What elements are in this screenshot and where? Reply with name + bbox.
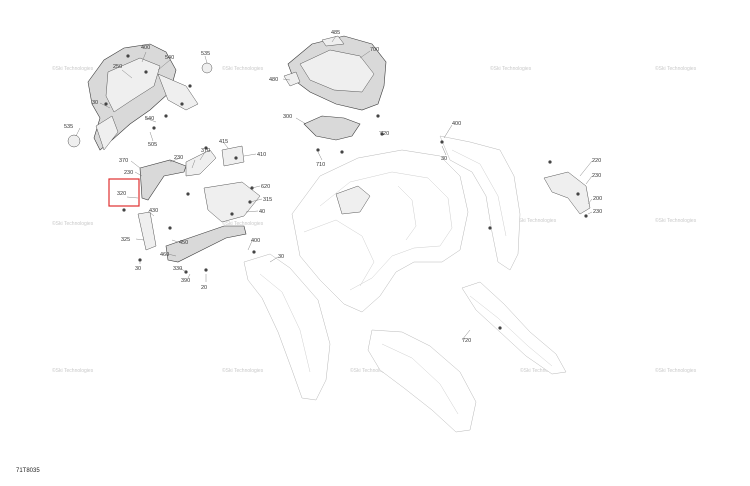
callout-30: 30 <box>92 100 98 106</box>
front-fender-assembly <box>67 43 213 151</box>
callout-720: 720 <box>380 131 389 137</box>
callout-325: 325 <box>121 237 130 243</box>
callout-410: 410 <box>257 152 266 158</box>
callout-labels: 400 250 540 535 30 540 505 535 485 700 4… <box>64 30 602 344</box>
callout-320[interactable]: 320 <box>117 191 126 197</box>
bracket-assembly <box>122 145 261 274</box>
callout-485: 485 <box>331 30 340 36</box>
watermark: ©Ski Technologies <box>52 367 94 374</box>
callout-250: 250 <box>113 64 122 70</box>
callout-30: 30 <box>278 254 284 260</box>
callout-370: 370 <box>201 148 210 154</box>
callout-220: 220 <box>592 158 601 164</box>
callout-430: 430 <box>149 208 158 214</box>
callout-540: 540 <box>145 116 154 122</box>
watermark: ©Ski Technologies <box>655 65 697 72</box>
callout-460: 460 <box>160 252 169 258</box>
callout-400: 400 <box>452 121 461 127</box>
callout-620: 620 <box>261 184 270 190</box>
callout-720: 720 <box>462 338 471 344</box>
watermark: ©Ski Technologies <box>222 367 264 374</box>
callout-400: 400 <box>141 45 150 51</box>
callout-230: 230 <box>174 155 183 161</box>
callout-230: 230 <box>124 170 133 176</box>
callout-535: 535 <box>201 51 210 57</box>
highlighted-callout[interactable]: 320 <box>108 178 140 207</box>
watermark: ©Ski Technologies <box>655 217 697 224</box>
callout-710: 710 <box>316 162 325 168</box>
main-body-outline <box>243 135 591 433</box>
watermark: ©Ski Technologies <box>222 220 264 227</box>
callout-230: 230 <box>592 173 601 179</box>
diagram-id: 71T8035 <box>16 468 40 474</box>
watermark: ©Ski Technologies <box>52 220 94 227</box>
highlight-box[interactable] <box>108 178 140 207</box>
callout-315: 315 <box>263 197 272 203</box>
callout-230: 230 <box>593 209 602 215</box>
watermark: ©Ski Technologies <box>515 217 557 224</box>
callout-370: 370 <box>119 158 128 164</box>
callout-540: 540 <box>165 55 174 61</box>
callout-40: 40 <box>259 209 265 215</box>
hood-panel-assembly <box>283 35 387 154</box>
callout-390: 390 <box>181 278 190 284</box>
watermark: ©Ski Technologies <box>655 367 697 374</box>
watermarks: ©Ski Technologies ©Ski Technologies ©Ski… <box>52 65 697 374</box>
callout-480: 480 <box>269 77 278 83</box>
callout-505: 505 <box>148 142 157 148</box>
leader-lines <box>75 35 593 341</box>
watermark: ©Ski Technologies <box>52 65 94 72</box>
callout-535: 535 <box>64 124 73 130</box>
watermark: ©Ski Technologies <box>222 65 264 72</box>
callout-415: 415 <box>219 139 228 145</box>
watermark: ©Ski Technologies <box>520 367 562 374</box>
callout-20: 20 <box>201 285 207 291</box>
watermark: ©Ski Technologies <box>350 367 392 374</box>
callout-30: 30 <box>135 266 141 272</box>
callout-300: 300 <box>283 114 292 120</box>
callout-330: 330 <box>173 266 182 272</box>
callout-200: 200 <box>593 196 602 202</box>
watermark: ©Ski Technologies <box>490 65 532 72</box>
callout-450: 450 <box>179 240 188 246</box>
callout-400: 400 <box>251 238 260 244</box>
callout-700: 700 <box>370 47 379 53</box>
callout-30: 30 <box>441 156 447 162</box>
